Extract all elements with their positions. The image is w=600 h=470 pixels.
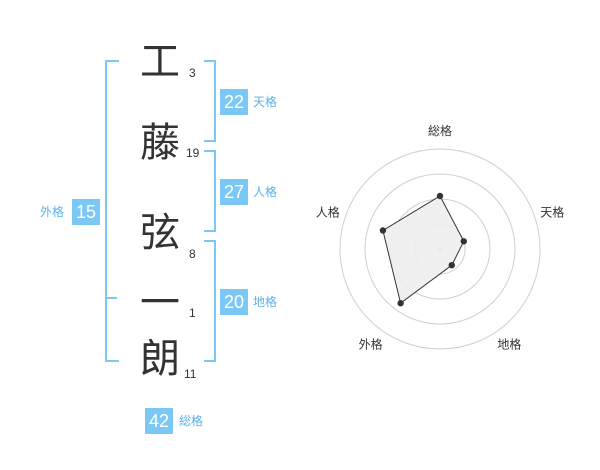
jinkaku-label: 人格	[253, 185, 278, 199]
jinkaku-bracket	[204, 150, 216, 232]
gaikaku-bracket-divider	[107, 297, 117, 299]
stroke-count-1: 3	[189, 66, 196, 80]
stroke-count-3: 8	[189, 247, 196, 261]
radar-point	[448, 261, 455, 269]
soukaku-value: 42	[145, 408, 173, 434]
stroke-count-5: 11	[184, 367, 197, 381]
radar-axis-label: 天格	[540, 205, 564, 220]
stroke-count-2: 19	[186, 146, 200, 160]
radar-data-polygon	[382, 195, 465, 305]
chikaku-bracket	[204, 240, 216, 362]
tenkaku-value: 22	[220, 89, 248, 115]
radar-axis-label: 人格	[316, 205, 340, 220]
radar-ring	[339, 148, 541, 350]
name-char-1: 工	[140, 39, 180, 85]
radar-axis-label: 総格	[428, 123, 452, 138]
stroke-count-4: 1	[189, 306, 196, 320]
gaikaku-label: 外格	[40, 205, 65, 219]
gaikaku-value: 15	[72, 199, 100, 225]
radar-ring	[364, 173, 516, 325]
radar-point	[397, 300, 404, 307]
radar-axis-label: 外格	[359, 337, 383, 352]
tenkaku-bracket	[204, 60, 216, 142]
name-char-5: 朗	[140, 336, 180, 382]
name-char-2: 藤	[140, 120, 180, 166]
radar-point	[436, 192, 444, 200]
chikaku-value: 20	[220, 289, 248, 315]
radar-point	[379, 227, 387, 234]
name-char-3: 弦	[140, 210, 180, 256]
radar-axis-label: 地格	[497, 337, 521, 352]
chikaku-label: 地格	[253, 295, 278, 309]
name-char-4: 一	[140, 280, 180, 326]
jinkaku-value: 27	[220, 179, 248, 205]
radar-point	[460, 238, 467, 245]
gaikaku-bracket	[105, 60, 119, 362]
tenkaku-label: 天格	[253, 95, 278, 109]
soukaku-label: 総格	[179, 414, 204, 428]
